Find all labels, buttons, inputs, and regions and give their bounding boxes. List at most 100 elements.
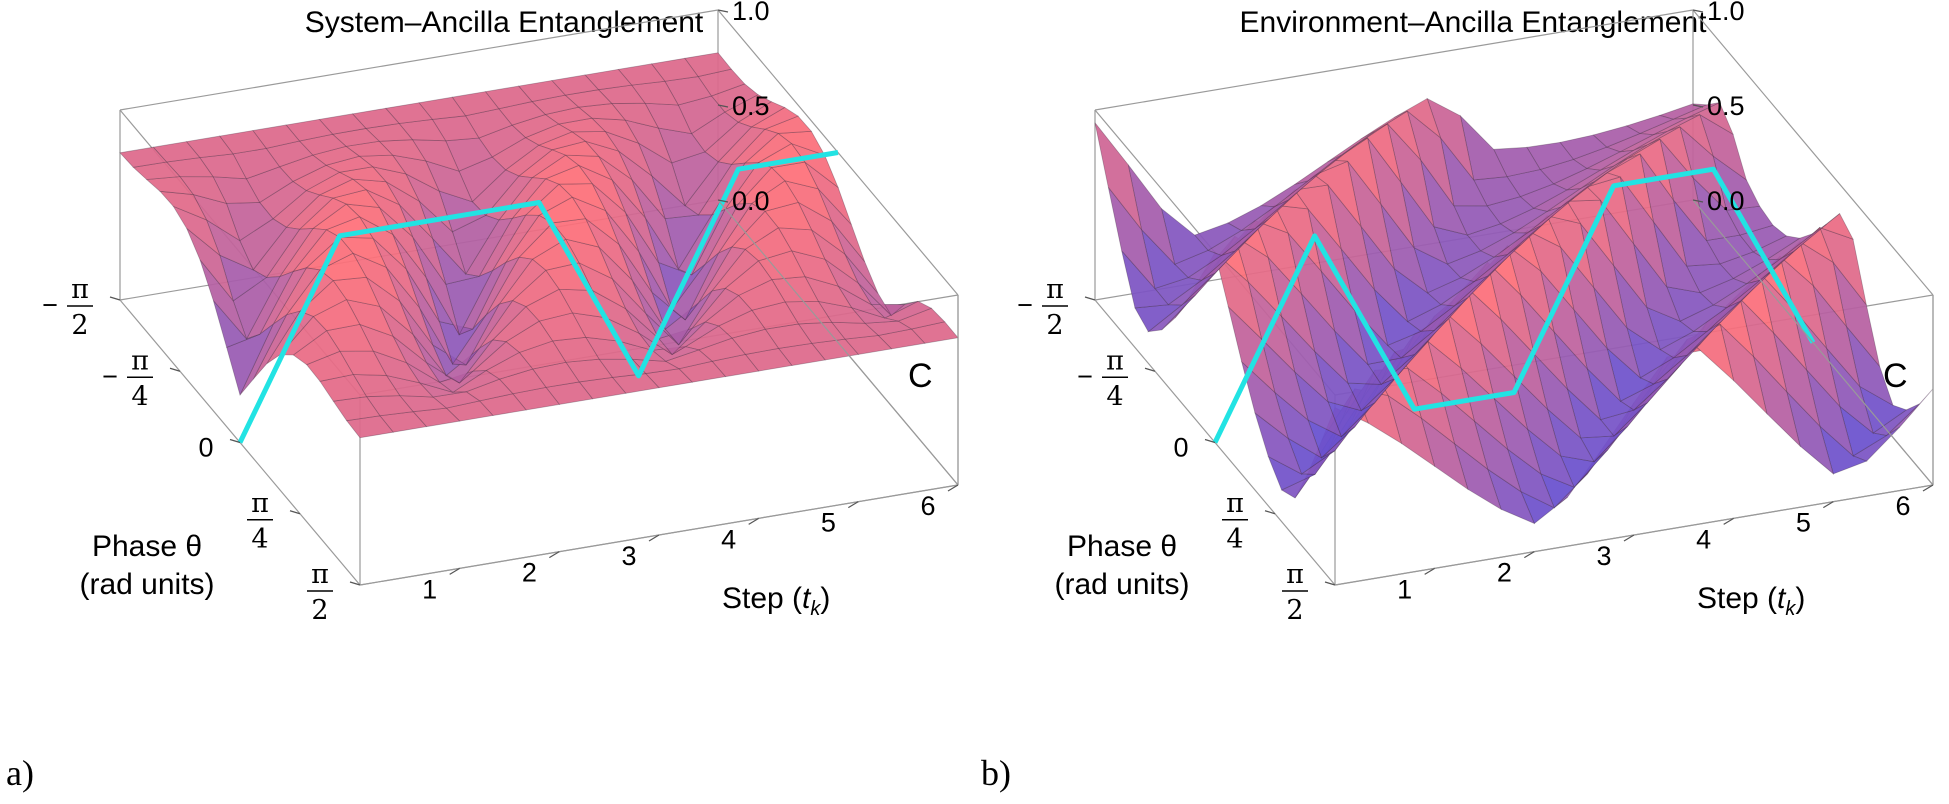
surface-patch	[1240, 199, 1289, 231]
step-label-prefix: Step (	[722, 582, 803, 615]
step-tick	[549, 551, 560, 559]
surface-patch	[318, 178, 367, 199]
theta-axis-units: (rad units)	[1054, 568, 1190, 601]
surface-patch	[259, 267, 308, 335]
step-label-var: t	[1777, 582, 1786, 615]
surface-patch	[272, 267, 321, 325]
surface-patch	[119, 146, 168, 168]
surface-patch	[458, 261, 507, 336]
theta-tick-zero: 0	[1173, 433, 1188, 463]
step-tick	[648, 534, 660, 542]
theta-tick-num: π	[1046, 274, 1064, 305]
step-tick	[1623, 534, 1635, 542]
surface	[119, 52, 959, 439]
surface-patch	[850, 306, 899, 324]
surface-patch	[737, 279, 786, 311]
step-label-suffix: )	[820, 582, 831, 615]
step-tick	[1424, 567, 1435, 575]
theta-tick-label: −π4	[102, 345, 153, 412]
surface-patch	[199, 259, 247, 340]
surface-patch	[1307, 145, 1355, 182]
theta-tick	[229, 438, 241, 444]
surface-patch	[279, 315, 328, 356]
surface-patch	[1386, 329, 1436, 359]
surface-patch	[292, 330, 341, 366]
step-tick	[449, 567, 460, 575]
step-tick	[1524, 551, 1535, 559]
theta-tick	[349, 581, 361, 586]
surface-patch	[671, 252, 719, 321]
theta-tick-num: π	[1106, 345, 1124, 376]
theta-tick-den: 2	[1286, 595, 1303, 626]
surface-patch	[186, 227, 234, 302]
surface-patch	[711, 353, 760, 378]
surface-patch	[1459, 114, 1508, 181]
step-label-suffix: )	[1795, 582, 1806, 615]
surface-patch	[1439, 275, 1488, 307]
surface-patch	[1453, 263, 1501, 307]
step-axis-label: Step (tk)	[722, 580, 830, 628]
surface-patch	[650, 57, 699, 82]
surface-patch	[1287, 437, 1336, 475]
c-tick	[1692, 9, 1704, 13]
c-tick-label: 0.0	[732, 186, 770, 216]
surface-patch	[810, 228, 860, 285]
step-tick-label: 1	[422, 574, 437, 604]
theta-tick-num: π	[311, 559, 329, 590]
surface-patch	[345, 415, 394, 439]
surface-patch	[451, 370, 501, 393]
surface-patch	[225, 202, 274, 242]
surface-patch	[584, 68, 633, 91]
theta-tick-sign: −	[102, 361, 118, 391]
theta-tick-sign: −	[1077, 361, 1093, 391]
surface-patch	[625, 308, 673, 355]
surface-patch	[472, 256, 521, 330]
surface-patch	[465, 217, 514, 277]
panel-label: b)	[981, 753, 1011, 793]
surface-patch	[278, 228, 328, 278]
step-tick-label: 6	[920, 491, 935, 521]
theta-tick	[1324, 581, 1336, 586]
panel-label: a)	[6, 753, 34, 793]
theta-tick	[109, 296, 121, 301]
theta-tick-label: π4	[247, 488, 273, 555]
surface-patch	[1566, 387, 1615, 439]
surface-patch	[498, 368, 547, 395]
theta-tick-num: π	[1226, 488, 1244, 519]
step-axis-label: Step (tk)	[1697, 580, 1805, 628]
step-tick	[947, 484, 959, 492]
surface-patch	[239, 314, 287, 396]
c-tick	[717, 199, 729, 203]
theta-tick-sign: −	[42, 290, 58, 320]
surface-patch	[743, 132, 793, 164]
theta-tick-den: 4	[1106, 381, 1123, 412]
c-tick-label: 0.5	[732, 91, 770, 121]
surface-patch	[1360, 110, 1408, 140]
theta-tick-den: 4	[1226, 524, 1243, 555]
theta-tick-num: π	[1286, 559, 1304, 590]
surface-patch	[252, 310, 301, 380]
surface-patch	[319, 374, 368, 402]
plot-title: System–Ancilla Entanglement	[304, 6, 704, 39]
c-axis-label: C	[1883, 357, 1908, 395]
surface-patch	[1259, 180, 1308, 208]
surface-patch	[239, 218, 287, 271]
surface	[1094, 97, 1934, 525]
theta-tick-label: −π2	[1017, 274, 1068, 341]
surface-patch	[199, 153, 248, 180]
step-tick	[1823, 501, 1834, 509]
surface-patch	[1633, 243, 1681, 322]
theta-tick-label: 0	[198, 433, 213, 463]
surface-patch	[159, 190, 208, 221]
theta-tick-den: 4	[131, 381, 148, 412]
theta-tick-den: 2	[1046, 310, 1063, 341]
theta-tick-num: π	[251, 488, 269, 519]
theta-axis-title: Phase θ	[91, 530, 203, 563]
theta-tick-label: π4	[1222, 488, 1248, 555]
theta-axis-units: (rad units)	[79, 568, 215, 601]
theta-tick-label: 0	[1173, 433, 1188, 463]
step-tick-label: 3	[621, 541, 636, 571]
